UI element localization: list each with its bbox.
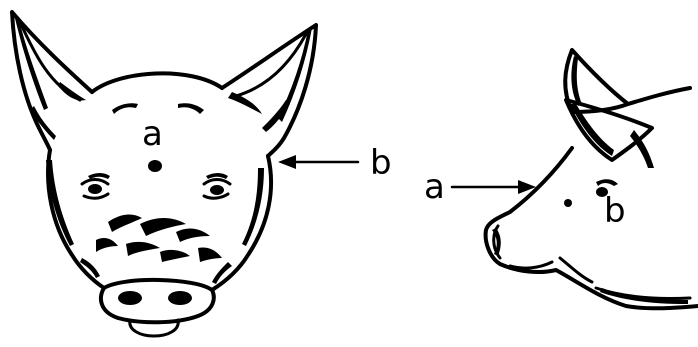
front-arrow-b <box>278 155 360 169</box>
front-left-eye <box>80 173 110 200</box>
front-head-shading <box>46 103 264 246</box>
side-ears <box>563 48 692 168</box>
side-head-outline <box>483 146 698 311</box>
front-right-ear <box>220 23 318 158</box>
side-brow <box>596 179 618 186</box>
front-view-pig-head: a b <box>10 10 392 338</box>
front-label-b: b <box>370 143 392 183</box>
side-label-b: b <box>604 191 626 231</box>
side-view-pig-head: a b <box>424 48 698 311</box>
front-head-outline <box>46 71 274 292</box>
side-snout <box>492 224 692 304</box>
side-eye <box>596 187 608 197</box>
front-left-ear <box>10 10 94 152</box>
front-snout <box>99 277 216 338</box>
side-eye-near-snout <box>564 199 572 207</box>
side-label-a: a <box>424 167 445 207</box>
front-right-eye <box>202 173 232 200</box>
front-point-a-marker <box>148 160 162 172</box>
side-arrow-a <box>450 180 536 194</box>
front-label-a: a <box>142 114 163 154</box>
front-snout-wrinkles <box>80 214 232 284</box>
